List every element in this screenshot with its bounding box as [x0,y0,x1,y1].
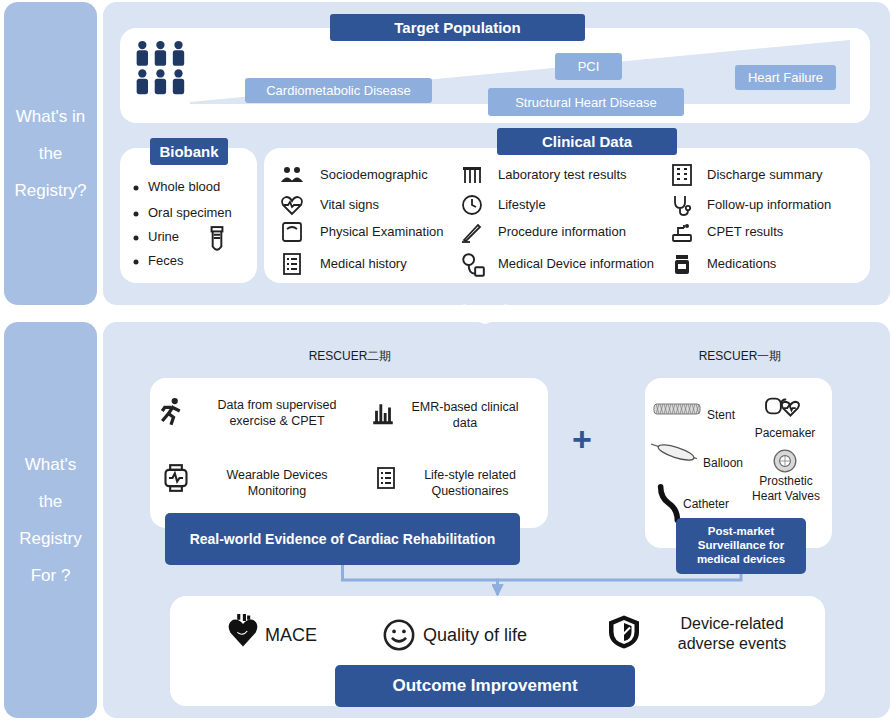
section-band: What's in the Registry? [4,2,97,305]
item-text: Medications [707,256,862,272]
item-text: Procedure information [498,224,698,240]
people-icon [280,163,304,187]
item-text: Follow-up information [707,197,862,213]
item-text: Device-related adverse events [657,614,807,654]
valve-icon [772,448,798,474]
group-heading: RESCUER二期 [240,348,460,365]
item-text: Lifestyle [498,197,698,213]
scale-icon [280,220,304,244]
box-label: Outcome Improvement [392,676,577,696]
smiley-icon [382,618,416,652]
runner-icon [156,396,186,426]
box-label: Cardiometabolic Disease [266,83,411,98]
section-title: What's the Registry For ? [14,446,88,594]
building-icon [670,163,694,187]
item-text: Pacemaker [745,426,825,441]
pacemaker-icon [765,392,801,420]
item-text: Stent [707,408,757,423]
watch-icon [162,464,190,492]
item-text: Wearable Devices Monitoring [202,468,352,499]
bike-icon [670,220,694,244]
pen-icon [460,220,484,244]
dot-icon [130,208,142,220]
section-title: What's in the Registry? [14,98,88,209]
section-band: What's the Registry For ? [4,322,97,718]
device-icon [460,252,486,278]
item-text: Life-style related Questionaires [405,468,535,499]
outcome-banner: Outcome Improvement [335,665,635,707]
content-box: Clinical DataSociodemographicLaboratory … [264,148,870,283]
item-text: Balloon [703,456,763,471]
pill-icon [670,252,694,276]
outcome-banner: Post-market Surveillance for medical dev… [676,518,806,574]
item-text: Urine [148,229,218,245]
mace-icon [226,614,260,648]
item-text: Oral specimen [148,205,248,221]
item-text: Whole blood [148,179,248,195]
population-box: Structural Heart Disease [488,88,684,116]
box-label: Heart Failure [748,70,823,85]
clock-icon [460,193,484,217]
stetho-icon [670,193,694,217]
catheter-icon [655,484,683,523]
item-text: Prosthetic Heart Valves [745,474,827,504]
group-heading: RESCUER一期 [675,348,805,365]
item-text: Physical Examination [320,224,470,240]
list-icon [374,466,398,490]
content-box: BiobankWhole bloodOral specimenUrineFece… [120,148,257,283]
heading-tab: Clinical Data [497,128,677,155]
population-box: Heart Failure [735,65,836,90]
item-text: MACE [265,624,345,647]
item-text: Medical Device information [498,256,698,272]
flow-connector [498,574,742,595]
item-text: EMR-based clinical data [405,400,525,431]
plus-sign: + [572,420,592,459]
item-text: Quality of life [423,624,583,647]
chart-icon [370,400,396,426]
list-icon [280,252,304,276]
box-label: Structural Heart Disease [515,95,657,110]
stent-icon [653,396,701,422]
item-text: Sociodemographic [320,167,470,183]
population-box: PCI [555,53,622,80]
box-label: Real-world Evidence of Cardiac Rehabilit… [190,531,496,548]
box-label: PCI [578,59,600,74]
balloon-icon [649,440,699,467]
content-box: RESCUER二期Data from supervised exercise &… [150,378,548,528]
box-label: Post-market Surveillance for medical dev… [676,525,806,566]
heading-tab: Target Population [330,14,585,41]
flow-connector [343,565,498,595]
section-chevron [455,303,515,325]
item-text: Catheter [683,497,745,512]
heart-icon [280,193,304,217]
population-box: Cardiometabolic Disease [245,78,432,103]
item-text: Discharge summary [707,167,862,183]
item-text: Medical history [320,256,470,272]
item-text: CPET results [707,224,862,240]
outcome-banner: Real-world Evidence of Cardiac Rehabilit… [165,513,520,565]
dot-icon [130,232,142,244]
dot-icon [130,182,142,194]
item-text: Vital signs [320,197,470,213]
tubes-icon [460,163,484,187]
item-text: Laboratory test results [498,167,698,183]
dot-icon [130,256,142,268]
crowd-icon [132,36,194,98]
shield-icon [606,614,642,650]
content-box: Target PopulationCardiometabolic Disease… [120,28,870,123]
item-text: Data from supervised exercise & CPET [202,398,352,429]
heading-tab: Biobank [150,138,228,165]
item-text: Feces [148,253,218,269]
tube-icon [204,226,230,252]
